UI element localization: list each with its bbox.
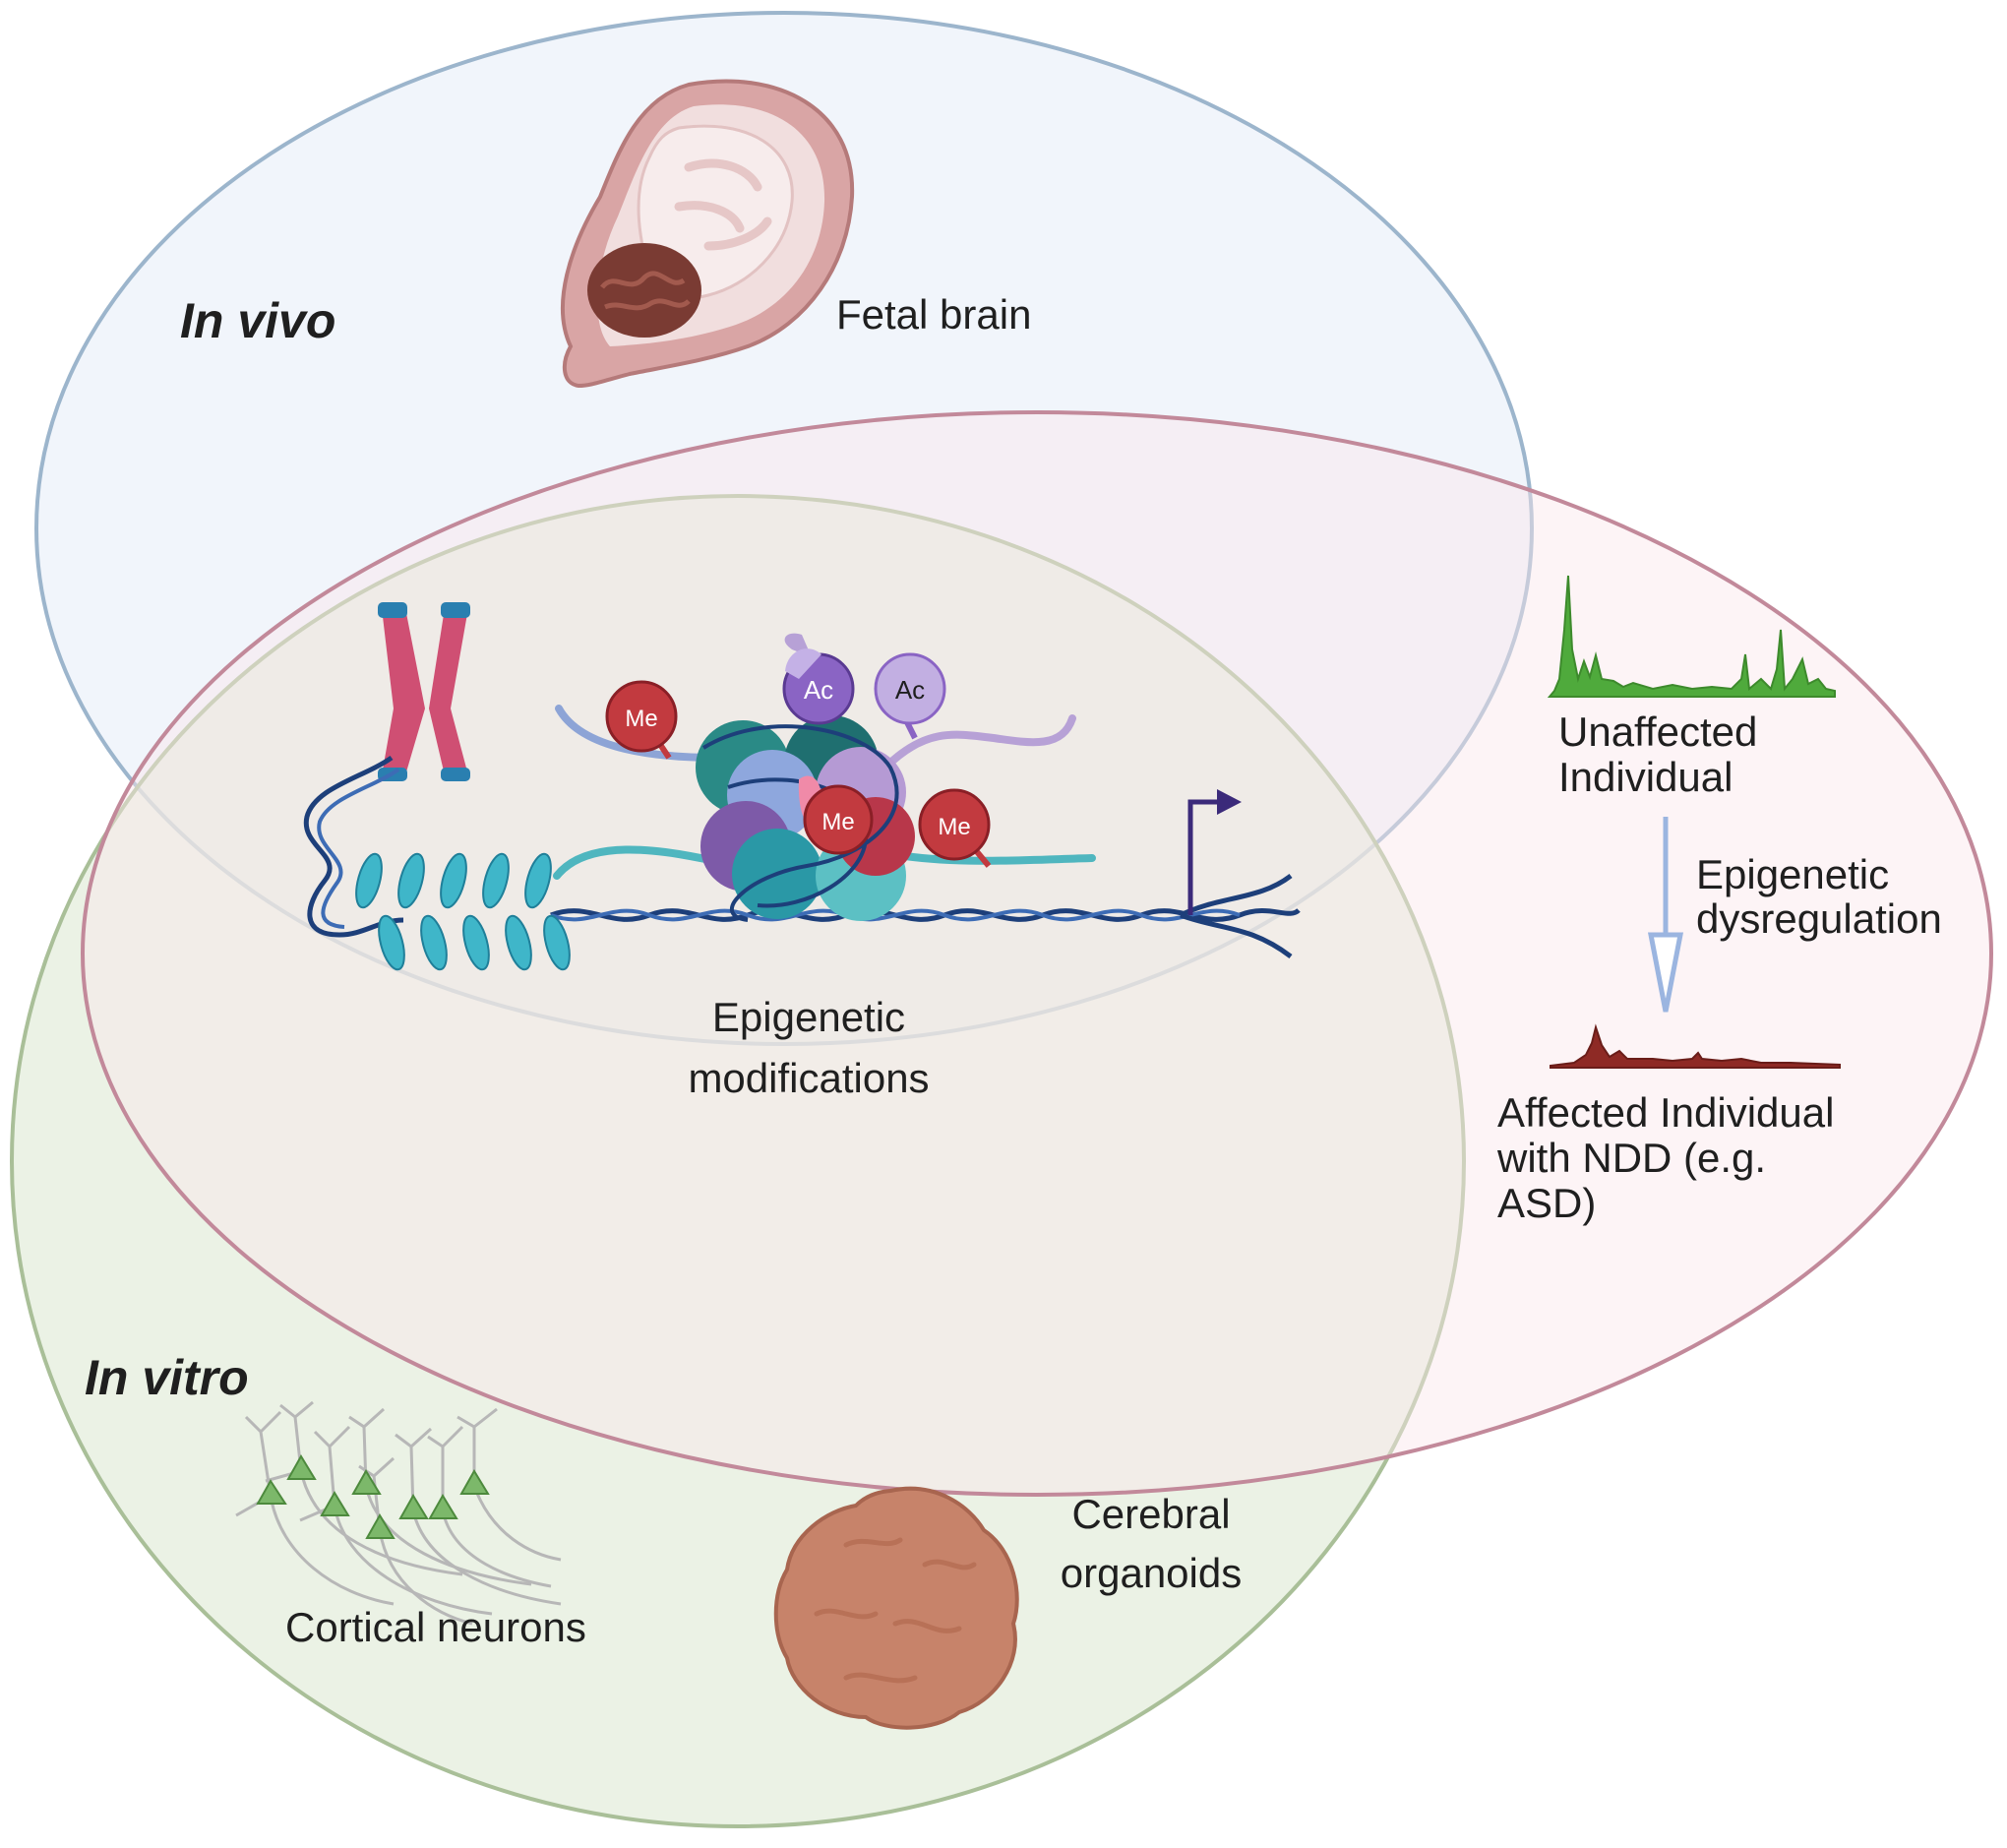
acetyl-marker	[874, 652, 946, 725]
fetal-brain-label: Fetal brain	[836, 291, 1031, 338]
chromatin-illustration: Ac Ac Me Me Me	[303, 633, 1301, 971]
neuron-soma	[256, 1479, 287, 1505]
chromosome-icon	[382, 608, 468, 775]
tss-arrow-line	[1187, 799, 1220, 915]
fetus-limb-icon	[674, 158, 772, 251]
neuron-soma	[286, 1454, 317, 1480]
methyl-label: Me	[821, 809, 854, 835]
cerebral-organoid-illustration: Cerebral organoids	[773, 1486, 1242, 1730]
acetyl-mark-right: Ac	[874, 652, 946, 740]
transcription-start-arrow	[1187, 789, 1242, 915]
methyl-marker	[803, 784, 874, 855]
methyl-mark-right: Me	[918, 788, 992, 868]
nucleosome-disc	[440, 852, 467, 909]
neuron-soma	[320, 1491, 350, 1516]
organoid-icon	[773, 1486, 1019, 1730]
nucleosome-fiber	[355, 852, 571, 971]
telomere-top-right	[441, 602, 470, 618]
methyl-marker	[605, 680, 678, 753]
acetyl-label: Ac	[804, 675, 833, 705]
neuron-soma	[351, 1469, 382, 1495]
dna-coil-left-b	[317, 768, 400, 929]
neuron-soma	[365, 1513, 395, 1539]
unaffected-label-line2: Individual	[1558, 754, 1733, 800]
nucleosome-disc	[462, 914, 490, 971]
cortical-neurons-label: Cortical neurons	[285, 1604, 586, 1650]
nucleosome-disc	[397, 852, 425, 909]
fetal-brain-illustration: Fetal brain	[561, 79, 1031, 389]
dna-fork-end	[1179, 874, 1293, 958]
affected-label-line2: with NDD (e.g.	[1496, 1135, 1766, 1181]
healthy-signal-track	[1547, 575, 1836, 698]
nucleosome-disc	[543, 914, 571, 971]
acetyl-label: Ac	[895, 675, 925, 705]
ndd-ellipse	[81, 410, 1993, 1497]
in-vitro-title: In vitro	[85, 1350, 249, 1405]
neuron-soma	[459, 1469, 490, 1495]
nucleosome-disc	[355, 852, 383, 909]
neuron-somas	[256, 1454, 490, 1539]
methyl-mark-center: Me	[798, 775, 874, 855]
cortical-neurons-illustration: Cortical neurons	[235, 1400, 586, 1650]
methyl-label: Me	[938, 814, 970, 840]
neuron-soma	[428, 1494, 458, 1519]
affected-signal-track	[1550, 1023, 1841, 1069]
in-vivo-title: In vivo	[180, 293, 335, 348]
nucleosome-disc	[505, 914, 532, 971]
cerebral-organoids-label-line1: Cerebral	[1071, 1491, 1230, 1537]
nucleosome-disc	[420, 914, 448, 971]
signal-comparison: Unaffected Individual Epigenetic dysregu…	[1496, 575, 1942, 1226]
unaffected-label-line1: Unaffected	[1558, 708, 1757, 755]
methyl-marker	[918, 788, 991, 861]
methyl-mark-left: Me	[605, 680, 678, 760]
dysregulation-arrow-head	[1647, 932, 1684, 1013]
affected-label-line3: ASD)	[1497, 1180, 1596, 1226]
neuron-soma	[398, 1494, 429, 1519]
dysregulation-label-line2: dysregulation	[1696, 895, 1942, 942]
cerebral-organoids-label-line2: organoids	[1061, 1550, 1242, 1596]
dna-coil-left	[303, 755, 404, 938]
nucleosome-disc	[482, 852, 510, 909]
organoid-texture	[814, 1537, 977, 1684]
telomere-bottom-right	[441, 768, 470, 781]
methyl-label: Me	[625, 706, 657, 732]
fetal-head-icon	[587, 243, 701, 338]
fetal-brain-folds-icon	[600, 271, 691, 311]
neuron-processes	[235, 1400, 562, 1626]
epigenetic-modifications-label-line2: modifications	[688, 1055, 929, 1101]
dysregulation-label-line1: Epigenetic	[1696, 851, 1889, 897]
epigenetic-modifications-label-line1: Epigenetic	[712, 994, 905, 1040]
acetyl-marker-cap	[785, 648, 821, 679]
histone-tail-upper-right	[882, 714, 1076, 771]
dna-strand-partner	[550, 908, 1241, 922]
tss-arrow-head	[1217, 789, 1242, 815]
acetyl-mark-center: Ac	[782, 633, 855, 725]
nucleosome-disc	[524, 852, 552, 909]
nucleosome-disc	[378, 914, 405, 971]
telomere-top-left	[378, 602, 407, 618]
affected-label-line1: Affected Individual	[1497, 1089, 1834, 1136]
